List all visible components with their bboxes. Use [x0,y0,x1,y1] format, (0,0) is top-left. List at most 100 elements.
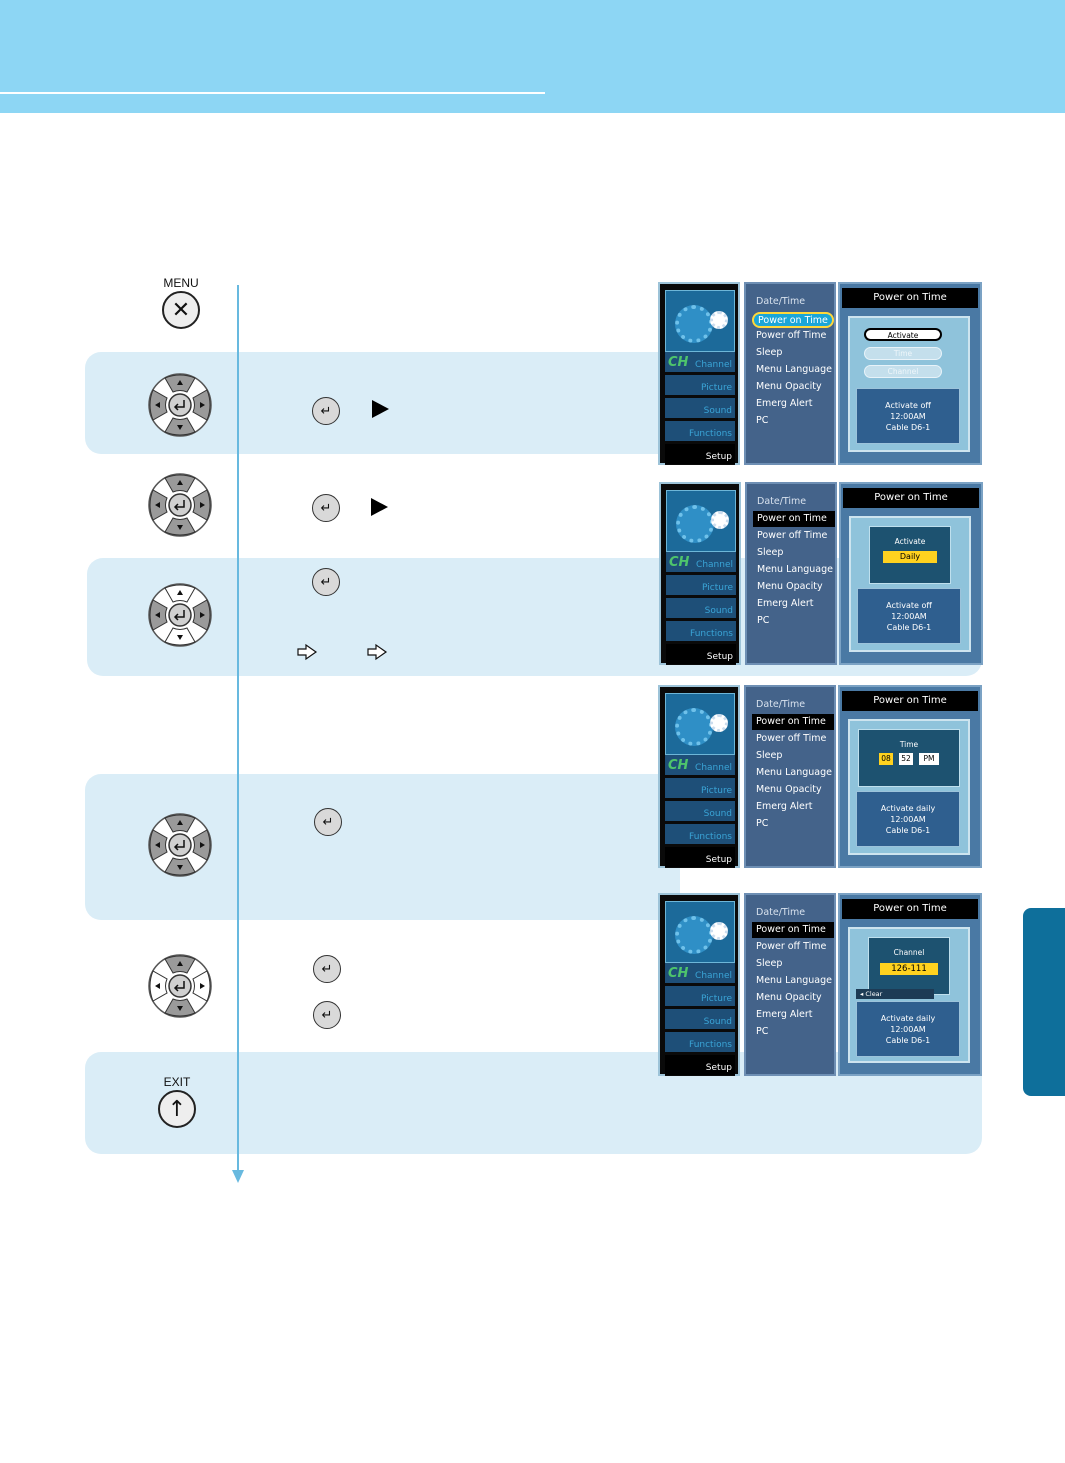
enter-icon: ↵ [313,955,341,983]
osd-category-label: Picture [701,994,732,1004]
menu-item-menu-language: Menu Language [757,564,833,575]
osd-category-label: Setup [705,855,732,865]
osd-category-label: Setup [705,452,732,462]
clear-hint: ◂ Clear [856,989,934,999]
osd-menu-list: Date/Time Power on Time Power off Time S… [744,282,836,465]
status-line: Activate daily [880,804,936,813]
osd-category-functions: Functions [665,1032,735,1053]
osd-category-label: Channel [695,360,732,370]
osd-category-label: Picture [701,786,732,796]
activate-label: Activate [894,537,926,546]
gear-icon [710,311,728,329]
osd-category-sound: Sound [665,1009,735,1030]
option-channel: Channel [864,365,942,378]
gear-icon [710,714,728,732]
clear-label: Clear [865,990,883,998]
menu-item-date-time: Date/Time [756,907,806,918]
status-line: Cable D6-1 [885,826,931,835]
panel-title: Power on Time [843,488,979,508]
enter-icon: ↵ [312,568,340,596]
menu-item-pc: PC [756,1026,769,1037]
gear-icon [710,922,728,940]
osd-category-label: Sound [703,406,732,416]
menu-item-date-time: Date/Time [756,699,806,710]
osd-category-label: Functions [690,629,733,639]
channel-selector: Channel 126-111 [868,937,950,995]
osd-category-picture: Picture [665,375,735,396]
osd-category-sound: Sound [665,398,735,419]
option-time: Time [864,347,942,360]
gear-icon [676,505,714,543]
channel-icon: CH [668,355,689,370]
menu-item-power-off-time: Power off Time [757,530,828,541]
ampm-field: PM [919,753,939,765]
menu-item-power-on-time: Power on Time [752,714,834,730]
minute-field: 52 [899,753,913,765]
time-fields: 08 52 PM [859,753,959,765]
osd-category-picture: Picture [665,986,735,1007]
menu-item-menu-opacity: Menu Opacity [756,992,822,1003]
osd-category-label: Picture [702,583,733,593]
osd-category-picture: Picture [665,778,735,799]
exit-key: EXIT ↑ [156,1075,198,1128]
status-line: Activate off [885,401,931,410]
status-line: 12:00AM [891,612,927,621]
status-box: Activate daily 12:00AM Cable D6-1 [856,1001,960,1057]
osd-category-label: Channel [695,971,732,981]
panel-title: Power on Time [842,691,978,711]
osd-category-label: Picture [701,383,732,393]
menu-item-menu-language: Menu Language [756,975,832,986]
osd-category-functions: Functions [665,824,735,845]
daily-value: Daily [883,551,937,563]
gear-icon [675,305,713,343]
panel-title: Power on Time [842,288,978,308]
menu-item-emerg-alert: Emerg Alert [757,598,814,609]
time-label: Time [899,740,919,749]
dpad-icon [148,583,212,647]
osd-power-on-panel: Power on Time Time 08 52 PM Activate dai… [838,685,982,868]
exit-key-label: EXIT [163,1075,191,1089]
osd-category-channel: CH Channel [665,963,735,984]
osd-category-functions: Functions [665,421,735,442]
panel-body: Activate Time Channel Activate off 12:00… [848,316,970,452]
menu-item-emerg-alert: Emerg Alert [756,1009,813,1020]
menu-item-pc: PC [756,415,769,426]
osd-category-bar: CH Channel Picture Sound Functions Setup [658,282,740,465]
dpad-icon [148,954,212,1018]
menu-item-power-on-time: Power on Time [752,312,834,328]
osd-category-channel: CH Channel [665,352,735,373]
channel-icon: CH [668,966,689,981]
status-box: Activate off 12:00AM Cable D6-1 [857,588,961,644]
status-line: 12:00AM [890,1025,926,1034]
menu-item-sleep: Sleep [756,958,783,969]
header-divider [0,92,545,94]
menu-key-label: MENU [163,276,199,290]
time-selector: Time 08 52 PM [858,729,960,787]
osd-category-label: Functions [689,832,732,842]
channel-icon: CH [668,758,689,773]
menu-item-power-off-time: Power off Time [756,733,827,744]
menu-key: MENU ✕ [160,276,202,329]
menu-item-pc: PC [757,615,770,626]
flow-line [237,285,239,1175]
status-line: Activate off [886,601,932,610]
menu-item-date-time: Date/Time [756,296,806,307]
outline-arrow-icon [367,643,388,661]
osd-category-label: Channel [696,560,733,570]
menu-item-sleep: Sleep [757,547,784,558]
menu-item-menu-opacity: Menu Opacity [756,381,822,392]
menu-item-sleep: Sleep [756,347,783,358]
activate-selector: Activate Daily [869,526,951,584]
menu-item-menu-language: Menu Language [756,767,832,778]
play-right-icon [371,498,388,516]
osd-menu-list: Date/Time Power on Time Power off Time S… [744,685,836,868]
panel-body: Activate Daily Activate off 12:00AM Cabl… [849,516,971,652]
flow-arrow-head [232,1170,244,1183]
menu-item-emerg-alert: Emerg Alert [756,398,813,409]
menu-item-power-off-time: Power off Time [756,941,827,952]
